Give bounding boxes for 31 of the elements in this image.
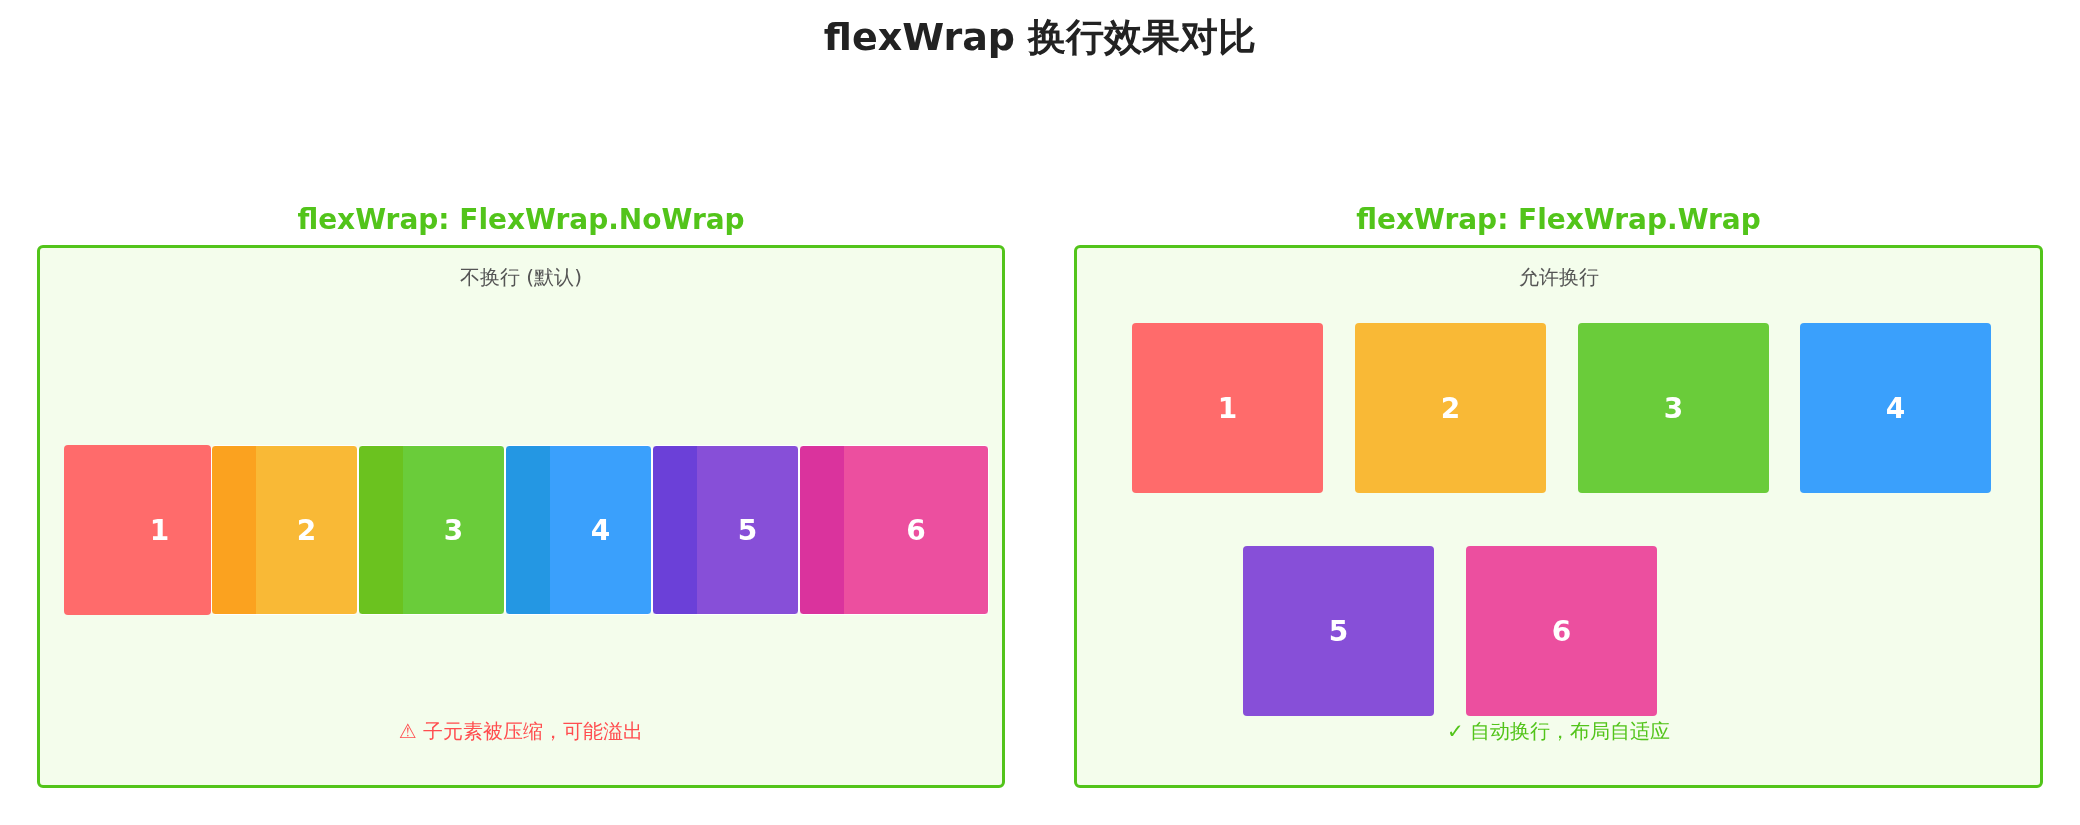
- item-number: 3: [1663, 391, 1684, 425]
- panel-heading: flexWrap: FlexWrap.NoWrap: [296, 203, 746, 236]
- flex-item-box: [211, 445, 358, 615]
- flex-item-box: [1243, 546, 1434, 716]
- item-number: 1: [149, 513, 170, 547]
- flex-item-box: [1355, 323, 1546, 493]
- flex-item-box: [64, 445, 211, 615]
- flex-item-box: [505, 445, 652, 615]
- item-number: 2: [1440, 391, 1461, 425]
- flex-item-box: [1132, 323, 1323, 493]
- item-number: 6: [1551, 614, 1572, 648]
- item-number: 2: [296, 513, 317, 547]
- item-number: 4: [590, 513, 611, 547]
- panel-heading: flexWrap: FlexWrap.Wrap: [1355, 203, 1762, 236]
- item-number: 5: [1328, 614, 1349, 648]
- flex-item-box: [652, 445, 799, 615]
- item-number: 5: [737, 513, 758, 547]
- item-number: 4: [1885, 391, 1906, 425]
- flex-item-box: [1466, 546, 1657, 716]
- flex-item-box: [1800, 323, 1991, 493]
- item-number: 6: [906, 513, 926, 547]
- warning-note: ⚠ 子元素被压缩，可能溢出: [397, 718, 645, 745]
- item-number: 3: [443, 513, 464, 547]
- success-note: ✓ 自动换行，布局自适应: [1445, 718, 1672, 745]
- diagram-title: flexWrap 换行效果对比: [822, 14, 1258, 61]
- flex-item-box: [799, 445, 989, 615]
- panel-subtitle: 不换行 (默认): [459, 264, 583, 291]
- flex-item-box: [1578, 323, 1769, 493]
- flex-item-box: [358, 445, 505, 615]
- item-number: 1: [1217, 391, 1238, 425]
- panel-subtitle: 允许换行: [1517, 264, 1600, 291]
